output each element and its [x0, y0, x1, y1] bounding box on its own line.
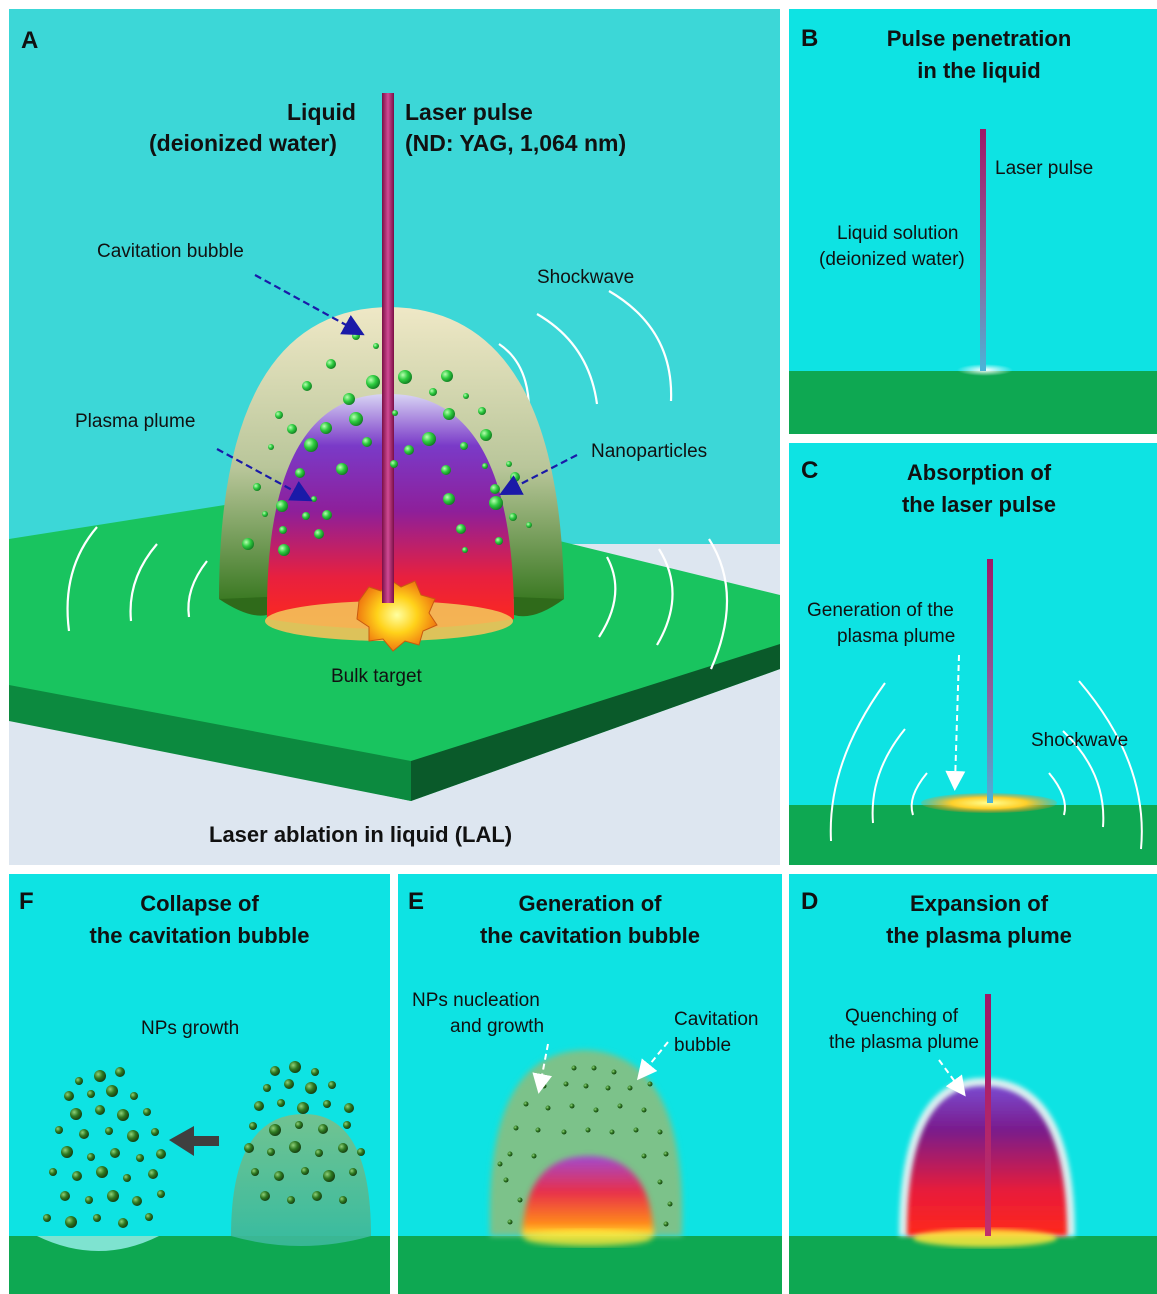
generation-plasma-label-line2: plasma plume: [837, 624, 955, 649]
panel-d-title-line2: the plasma plume: [789, 920, 1157, 952]
generation-plasma-label-line1: Generation of the: [807, 598, 954, 623]
shockwave-label: Shockwave: [537, 265, 634, 290]
laser-label-line2: (ND: YAG, 1,064 nm): [405, 127, 626, 159]
nanoparticles-label: Nanoparticles: [591, 439, 707, 464]
nps-growth-label: NPs growth: [141, 1016, 239, 1041]
bulk-target-label: Bulk target: [331, 664, 422, 689]
panel-b-title-line2: in the liquid: [789, 55, 1157, 87]
quenching-label-line2: the plasma plume: [829, 1030, 979, 1055]
cavitation-bubble-label-e: Cavitation: [674, 1007, 759, 1032]
panel-e: E Generation of the cavitation bubble NP…: [398, 874, 782, 1294]
shockwave-label-c: Shockwave: [1031, 728, 1128, 753]
cavitation-bubble-label: Cavitation bubble: [97, 239, 244, 264]
panel-c: C Absorption of the laser pulse Generati…: [789, 443, 1157, 865]
panel-f: F Collapse of the cavitation bubble NPs …: [9, 874, 390, 1294]
panel-d: D Expansion of the plasma plume Quenchin…: [789, 874, 1157, 1294]
panel-a-caption: Laser ablation in liquid (LAL): [209, 819, 512, 851]
plasma-plume-label: Plasma plume: [75, 409, 195, 434]
nps-nucleation-label-line1: NPs nucleation: [412, 988, 540, 1013]
liquid-solution-label-line2: (deionized water): [819, 247, 965, 272]
panel-f-title-line1: Collapse of: [9, 888, 390, 920]
laser-label-line1: Laser pulse: [405, 96, 533, 128]
liquid-label-line2: (deionized water): [149, 127, 337, 159]
liquid-solution-label-line1: Liquid solution: [837, 221, 958, 246]
panel-f-title-line2: the cavitation bubble: [9, 920, 390, 952]
panel-a: A Liquid (deionized water) Laser pulse (…: [9, 9, 780, 865]
quenching-label-line1: Quenching of: [845, 1004, 958, 1029]
panel-c-title-line1: Absorption of: [789, 457, 1157, 489]
panel-d-title-line1: Expansion of: [789, 888, 1157, 920]
nps-nucleation-label-line2: and growth: [450, 1014, 544, 1039]
panel-a-illustration: [9, 9, 780, 865]
panel-b-title-line1: Pulse penetration: [789, 23, 1157, 55]
panel-e-title-line1: Generation of: [398, 888, 782, 920]
panel-e-title-line2: the cavitation bubble: [398, 920, 782, 952]
cavitation-bubble-label-e-line2: bubble: [674, 1033, 731, 1058]
liquid-label-line1: Liquid: [287, 96, 356, 128]
panel-a-letter: A: [21, 27, 38, 55]
panel-b: B Pulse penetration in the liquid Laser …: [789, 9, 1157, 434]
panel-c-title-line2: the laser pulse: [789, 489, 1157, 521]
laser-pulse-label: Laser pulse: [995, 156, 1093, 181]
